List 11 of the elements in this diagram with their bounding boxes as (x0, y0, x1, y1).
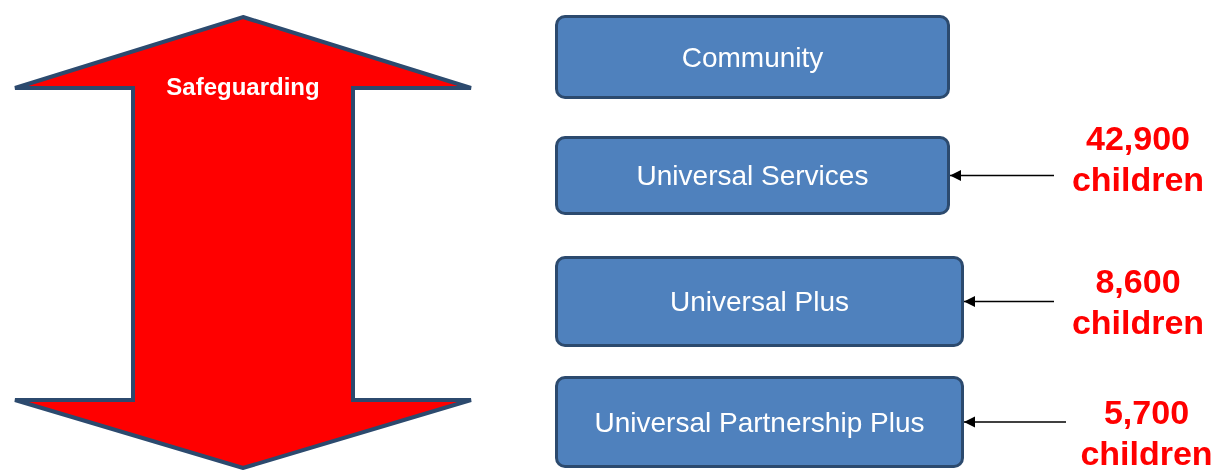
service-level-box: Universal Partnership Plus (555, 376, 964, 468)
arrow-label: Safeguarding (166, 73, 320, 101)
arrow (963, 416, 1067, 428)
children-count: 5,700 children (1070, 392, 1223, 470)
service-level-box: Universal Services (555, 136, 950, 215)
arrow (963, 295, 1055, 308)
children-count: 42,900 children (1058, 118, 1218, 202)
service-level-box: Universal Plus (555, 256, 964, 347)
arrow (949, 169, 1055, 182)
children-count: 8,600 children (1058, 261, 1218, 343)
service-level-box: Community (555, 15, 950, 99)
